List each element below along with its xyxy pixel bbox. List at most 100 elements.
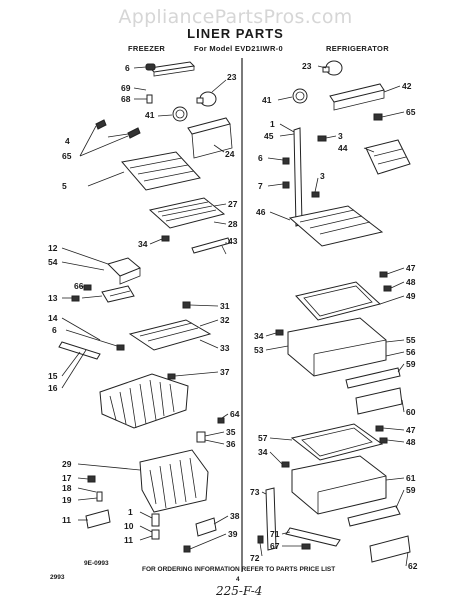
freezer-clip-39 [183,545,191,553]
page-title: LINER PARTS [187,26,284,41]
callout-62: 62 [408,561,418,571]
fridge-clip-34b [275,329,284,336]
callout-1: 1 [128,507,133,517]
callout-6b: 6 [52,325,57,335]
callout-18: 18 [62,483,72,493]
fridge-trim-59b [347,505,401,527]
callout-41: 41 [145,110,155,120]
page-number: 4 [236,576,240,583]
freezer-screw-68 [146,94,153,104]
fridge-vertical-rail-45 [293,127,303,227]
fridge-clip-6c [282,157,290,165]
fridge-clip-47a [379,271,388,278]
callout-47b: 47 [406,425,416,435]
callout-7: 7 [258,181,263,191]
fridge-crisper-cover-57 [290,423,384,461]
fridge-clip-72 [257,535,264,544]
freezer-clip-4 [95,119,107,130]
callout-6c: 6 [258,153,263,163]
callout-23: 23 [227,72,237,82]
callout-47: 47 [406,263,416,273]
callout-54: 54 [48,257,58,267]
callout-65b: 65 [406,107,416,117]
fridge-clip-3a [317,135,327,142]
callout-12: 12 [48,243,58,253]
freezer-damper-41 [172,106,188,122]
callout-45: 45 [264,131,274,141]
ordering-note: FOR ORDERING INFORMATION REFER TO PARTS … [142,566,336,573]
fridge-trim-60 [355,387,403,415]
callout-64: 64 [230,409,240,419]
freezer-basket-37 [99,373,189,429]
callout-34c: 34 [258,447,268,457]
callout-68: 68 [121,94,131,104]
callout-13: 13 [48,293,58,303]
freezer-heading: FREEZER [128,44,166,53]
freezer-hinge-35 [196,431,206,443]
freezer-clip-66 [83,284,92,291]
freezer-bracket-1 [151,513,160,527]
fridge-clip-3b [311,191,320,198]
freezer-clip-64 [217,417,225,424]
callout-72: 72 [250,553,260,563]
callout-17: 17 [62,473,72,483]
callout-24: 24 [225,149,235,159]
callout-5: 5 [62,181,67,191]
freezer-top-shelf-rail [148,61,196,77]
callout-67: 67 [270,541,280,551]
fridge-clip-65 [373,113,383,121]
leader-lines [61,65,409,567]
callout-11: 11 [62,515,71,525]
freezer-rail-14 [58,341,101,360]
callout-29: 29 [62,459,72,469]
callout-48: 48 [406,277,416,287]
callout-16: 16 [48,383,58,393]
callout-23b: 23 [302,61,312,71]
freezer-clip-6b [116,344,125,351]
freezer-light-bulb-23 [196,91,217,107]
fridge-rail-71 [285,527,341,547]
freezer-clip-34 [161,235,170,242]
callout-71: 71 [270,529,280,539]
freezer-ice-bin-12 [107,257,141,285]
freezer-shelf-32 [128,319,212,351]
callout-1b: 1 [270,119,275,129]
callout-3b: 3 [320,171,325,181]
callout-43: 43 [228,236,238,246]
callout-19: 19 [62,495,72,505]
freezer-clip-37 [167,373,176,380]
watermark-text: AppliancePartsPros.com [118,6,353,28]
callout-49: 49 [406,291,416,301]
freezer-wire-shelf-5 [121,151,201,191]
fridge-rail-73 [265,487,277,551]
fridge-clip-48b [379,437,388,444]
callout-34: 34 [138,239,148,249]
fridge-crisper-cover-49 [295,281,382,321]
callout-10: 10 [124,521,134,531]
freezer-support-43 [191,237,231,254]
freezer-clip-65 [127,127,141,139]
freezer-clip-31 [182,301,191,309]
fridge-damper-41 [292,88,308,104]
document-code: 2993 [50,574,65,581]
callout-42: 42 [402,81,412,91]
fridge-bin-44 [365,139,411,175]
callout-44: 44 [338,143,348,153]
freezer-clip-6 [145,63,156,71]
callout-61: 61 [406,473,416,483]
fridge-trim-59a [345,367,401,389]
handwritten-note: 225-F-4 [216,584,263,598]
callout-27: 27 [228,199,238,209]
fridge-wire-shelf-46 [288,205,384,247]
freezer-bracket-10 [151,529,160,540]
callout-3: 3 [338,131,343,141]
callout-57: 57 [258,433,268,443]
callout-32: 32 [220,315,230,325]
freezer-shelf-27 [148,197,226,229]
freezer-rail-11 [85,509,111,529]
fridge-crisper-drawer-61 [291,455,387,515]
freezer-screw-19 [96,491,103,502]
freezer-tray-13 [101,285,135,303]
callout-53: 53 [254,345,264,355]
